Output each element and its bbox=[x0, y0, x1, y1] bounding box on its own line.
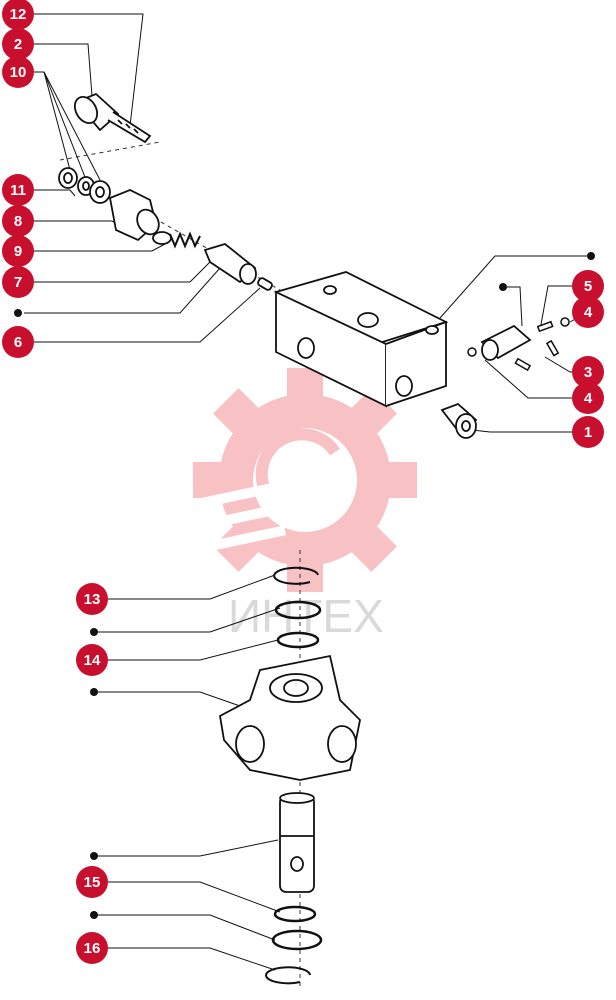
svg-text:2: 2 bbox=[14, 36, 22, 53]
marker-dot bbox=[90, 911, 98, 919]
callout-15: 15 bbox=[76, 866, 108, 898]
svg-text:13: 13 bbox=[84, 591, 101, 608]
watermark-gear-logo bbox=[186, 368, 417, 592]
callout-12: 12 bbox=[2, 0, 34, 30]
callout-16: 16 bbox=[76, 932, 108, 964]
callout-1: 1 bbox=[572, 416, 604, 448]
svg-text:3: 3 bbox=[584, 364, 592, 381]
washer-set-part bbox=[58, 167, 111, 204]
svg-text:6: 6 bbox=[14, 334, 22, 351]
callout-10: 10 bbox=[2, 56, 34, 88]
svg-text:11: 11 bbox=[10, 182, 26, 199]
callout-3: 3 bbox=[572, 356, 604, 388]
hex-nut-part bbox=[108, 189, 172, 245]
svg-text:7: 7 bbox=[14, 274, 22, 291]
callout-7: 7 bbox=[2, 266, 34, 298]
valve-spool-part bbox=[203, 243, 273, 291]
marker-dot bbox=[587, 252, 595, 260]
marker-dot bbox=[90, 688, 98, 696]
hex-socket-plug-part bbox=[440, 402, 478, 439]
leader-lines bbox=[24, 13, 589, 971]
svg-text:10: 10 bbox=[10, 64, 27, 81]
callout-4-lower: 4 bbox=[572, 382, 604, 414]
svg-text:4: 4 bbox=[584, 390, 593, 407]
adjusting-screw-part bbox=[73, 92, 152, 144]
marker-dot bbox=[14, 309, 22, 317]
svg-text:16: 16 bbox=[84, 940, 101, 957]
marker-dot bbox=[499, 283, 507, 291]
callout-13: 13 bbox=[76, 583, 108, 615]
check-valve-part bbox=[480, 324, 532, 361]
svg-text:15: 15 bbox=[84, 874, 101, 891]
callout-9: 9 bbox=[2, 235, 34, 267]
callout-2: 2 bbox=[2, 28, 34, 60]
callout-6: 6 bbox=[2, 326, 34, 358]
circlip-upper-part bbox=[273, 566, 319, 585]
callout-14: 14 bbox=[76, 644, 108, 676]
callout-11: 11 bbox=[2, 174, 34, 206]
spring-part bbox=[169, 231, 201, 249]
svg-text:1: 1 bbox=[584, 424, 592, 441]
callout-4-upper: 4 bbox=[572, 296, 604, 328]
marker-dot bbox=[90, 628, 98, 636]
o-rings-lower-part bbox=[271, 905, 323, 951]
svg-text:9: 9 bbox=[14, 243, 22, 260]
svg-text:5: 5 bbox=[584, 278, 592, 295]
distributor-body-part bbox=[219, 654, 361, 781]
svg-text:8: 8 bbox=[14, 213, 22, 230]
marker-dot bbox=[90, 852, 98, 860]
o-rings-upper-part bbox=[274, 600, 322, 649]
pins-part bbox=[467, 317, 570, 372]
svg-text:14: 14 bbox=[84, 652, 101, 669]
svg-text:12: 12 bbox=[10, 6, 27, 23]
circlip-lower-part bbox=[265, 966, 311, 985]
shaft-part bbox=[279, 792, 315, 893]
assembly-axis-lines bbox=[59, 141, 301, 990]
unnumbered-part-markers bbox=[14, 252, 595, 919]
svg-text:4: 4 bbox=[584, 304, 593, 321]
valve-body-block bbox=[273, 271, 449, 408]
callout-8: 8 bbox=[2, 205, 34, 237]
callout-5: 5 bbox=[572, 270, 604, 302]
